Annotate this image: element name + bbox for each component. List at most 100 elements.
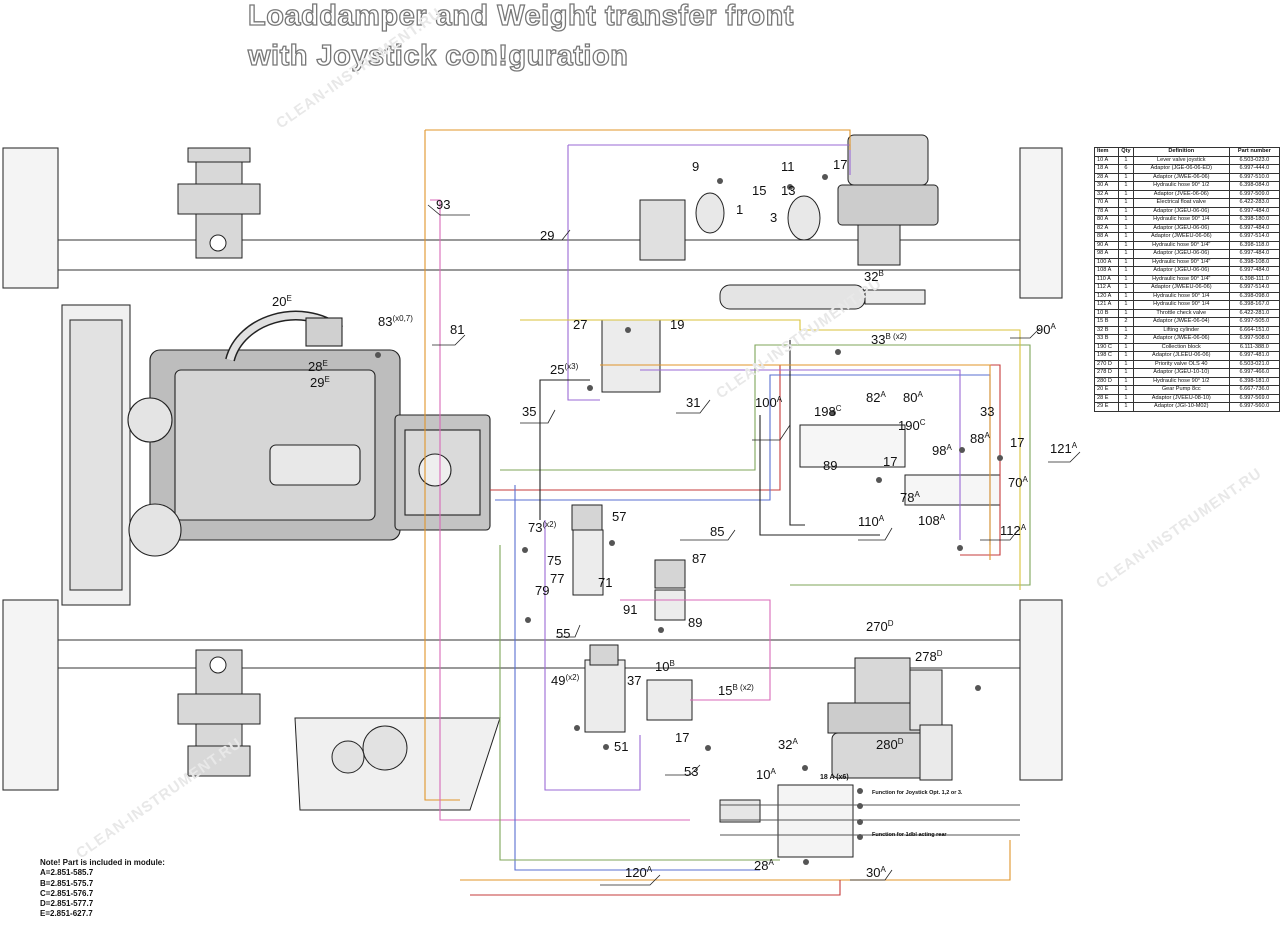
table-cell-item: 18 A (1093, 164, 1120, 174)
table-cell-part-number: 6.503-021.0 (1228, 359, 1280, 369)
callout-label: 75 (547, 553, 562, 568)
callout-label: 53 (684, 764, 699, 779)
hose-dark-2 (789, 340, 805, 526)
table-cell-part-number: 6.997-484.0 (1228, 223, 1280, 233)
callout-label: 10B (655, 659, 675, 674)
callout-label: 20E (272, 294, 292, 309)
parts-table-header: Item Qty Definition Part number (1093, 147, 1280, 157)
axle-hub-top-left (177, 147, 261, 259)
table-cell-item: 198 C (1093, 351, 1120, 361)
callout-label: 110A (858, 514, 885, 529)
table-cell-qty: 1 (1118, 172, 1134, 182)
table-cell-part-number: 6.997-466.0 (1228, 368, 1280, 378)
callout-label: 83(x0,7) (378, 314, 413, 329)
table-cell-item: 32 A (1093, 189, 1120, 199)
hose-dark-3 (759, 415, 880, 536)
table-cell-definition: Adaptor (JWEE-06-06) (1132, 334, 1230, 344)
callout-label: 70A (1008, 475, 1028, 490)
table-cell-item: 29 E (1093, 402, 1120, 412)
callout-label: 3 (770, 210, 778, 225)
module-note-line: A=2.851-585.7 (40, 868, 94, 878)
table-cell-definition: Adaptor (JWEE-06-04) (1132, 317, 1230, 327)
table-cell-definition: Electrical float valve (1132, 198, 1230, 208)
table-cell-qty: 1 (1118, 215, 1134, 225)
hose-orange-1 (424, 129, 851, 801)
table-cell-qty: 1 (1118, 240, 1134, 250)
diagram-title-line1: Loaddamper and Weight transfer front (247, 0, 794, 33)
hydraulic-tank (294, 717, 501, 811)
hose-blue-2 (514, 485, 760, 871)
table-cell-part-number: 6.997-481.0 (1228, 351, 1280, 361)
hose-orange-3 (600, 364, 991, 560)
leader-lines (427, 204, 1081, 886)
hose-purple-2 (544, 520, 641, 791)
callout-label: 1 (736, 202, 744, 217)
callout-label: 37 (627, 673, 642, 688)
function-note-joystick: Function for Joystick Opt. 1,2 or 3. (872, 790, 963, 796)
module-note: Note! Part is included in module: A=2.85… (40, 858, 165, 920)
table-cell-qty: 1 (1118, 359, 1134, 369)
table-cell-definition: Adaptor (JGEU-06-06) (1132, 206, 1230, 216)
callout-label: 31 (686, 395, 701, 410)
table-cell-definition: Throttle check valve (1132, 308, 1230, 318)
table-cell-qty: 1 (1118, 393, 1134, 403)
table-cell-qty: 1 (1118, 189, 1134, 199)
table-cell-definition: Priority valve OLS 40 (1132, 359, 1230, 369)
table-cell-item: 90 A (1093, 240, 1120, 250)
callout-label: 33 (980, 404, 995, 419)
callout-label: 77 (550, 571, 565, 586)
callout-label: 18 A (x6) (820, 774, 849, 781)
callout-label: 198C (814, 404, 842, 419)
table-cell-qty: 1 (1118, 181, 1134, 191)
callout-label: 28E (308, 359, 328, 374)
callout-label: 121A (1050, 441, 1078, 456)
table-cell-item: 100 A (1093, 257, 1120, 267)
callout-label: 120A (625, 865, 653, 880)
hose-dark-4 (720, 804, 1020, 836)
table-cell-part-number: 6.398-098.0 (1228, 291, 1280, 301)
table-cell-qty: 6 (1118, 164, 1134, 174)
module-note-line: E=2.851-627.7 (40, 909, 93, 919)
table-header-part-number: Part number (1228, 147, 1280, 157)
table-cell-definition: Adaptor (JGE-06-06-ED) (1132, 164, 1230, 174)
diagram-title-line2: with Joystick con!guration (247, 39, 629, 72)
callout-label: 32A (778, 737, 798, 752)
table-cell-definition: Hydraulic hose 90° 1/4 (1132, 215, 1230, 225)
callout-label: 82A (866, 390, 886, 405)
table-cell-part-number: 6.111-388.0 (1228, 342, 1280, 352)
callout-label: 15B (x2) (718, 683, 754, 698)
axle-hub-bottom-left (177, 649, 261, 777)
table-cell-qty: 1 (1118, 308, 1134, 318)
table-cell-definition: Hydraulic hose 90° 1/4" (1132, 240, 1230, 250)
table-cell-qty: 1 (1118, 155, 1134, 165)
valve-blocks (571, 319, 1001, 858)
callout-label: 112A (1000, 523, 1027, 538)
hydraulic-hoses (424, 129, 1031, 896)
callout-label: 91 (623, 602, 638, 617)
table-cell-definition: Lifting cylinder (1132, 325, 1230, 335)
table-cell-item: 78 A (1093, 206, 1120, 216)
table-cell-item: 80 A (1093, 215, 1120, 225)
table-cell-qty: 1 (1118, 206, 1134, 216)
table-cell-definition: Adaptor (JGEU-06-06) (1132, 249, 1230, 259)
table-cell-item: 112 A (1093, 283, 1120, 293)
table-cell-item: 82 A (1093, 223, 1120, 233)
table-cell-qty: 1 (1118, 402, 1134, 412)
callout-label: 57 (612, 509, 627, 524)
callout-label: 278D (915, 649, 943, 664)
table-cell-item: 108 A (1093, 266, 1120, 276)
